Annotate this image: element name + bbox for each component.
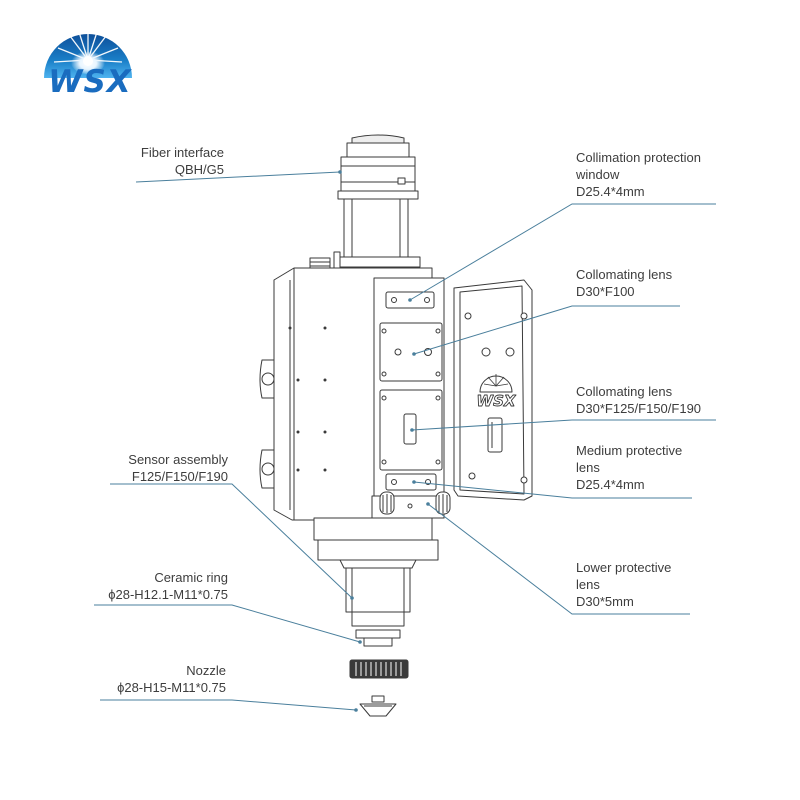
label-sensor-assembly: Sensor assembly F125/F150/F190: [128, 451, 228, 485]
label-medium-protective: Medium protective lens D25.4*4mm: [576, 442, 682, 493]
label-collimation-line2: window: [576, 167, 620, 182]
label-lens2-line1: Collomating lens: [576, 384, 673, 399]
logo-text: WSX: [48, 64, 132, 100]
leader-medium: [413, 481, 692, 499]
front-face: [373, 277, 445, 519]
fiber-connector: [335, 134, 421, 268]
label-ceramic-ring: Ceramic ring ϕ28-H12.1-M11*0.75: [108, 569, 228, 603]
leader-lower: [427, 503, 690, 615]
label-ceramic-line2: ϕ28-H12.1-M11*0.75: [108, 587, 228, 602]
label-lens1-line1: Collomating lens: [576, 267, 673, 282]
leader-lens-2: [411, 419, 716, 431]
lower-drawer: [371, 491, 451, 519]
label-fiber-interface: Fiber interface QBH/G5: [141, 144, 224, 178]
leader-lines: [94, 171, 716, 711]
label-nozzle-line2: ϕ28-H15-M11*0.75: [117, 680, 226, 695]
label-collimation-window: Collimation protection window D25.4*4mm: [576, 149, 701, 200]
label-collimating-lens-1: Collomating lens D30*F100: [576, 266, 672, 300]
leader-collimation-window: [409, 203, 716, 301]
leader-fiber: [135, 171, 341, 183]
label-collimation-line1: Collimation protection: [576, 150, 702, 165]
leader-nozzle: [100, 699, 357, 711]
label-sensor-line2: F125/F150/F190: [131, 469, 228, 484]
label-ceramic-line1: Ceramic ring: [154, 570, 228, 585]
label-collimating-lens-2: Collomating lens D30*F125/F150/F190: [576, 383, 701, 417]
label-collimation-line3: D25.4*4mm: [576, 184, 645, 199]
svg-text:WSX: WSX: [477, 392, 517, 410]
knurled-nut: [349, 659, 409, 679]
label-lens2-line2: D30*F125/F150/F190: [576, 401, 702, 416]
nozzle-part: [359, 695, 397, 717]
label-lower-line3: D30*5mm: [576, 594, 634, 609]
leader-ceramic: [94, 604, 361, 643]
label-nozzle: Nozzle ϕ28-H15-M11*0.75: [117, 662, 226, 696]
ceramic-ring: [355, 629, 401, 647]
label-nozzle-line1: Nozzle: [186, 663, 226, 678]
label-sensor-line1: Sensor assembly: [128, 452, 228, 467]
label-medium-line3: D25.4*4mm: [576, 477, 645, 492]
leader-lens-1: [413, 305, 680, 355]
label-lower-line2: lens: [576, 577, 600, 592]
side-cover: WSX: [453, 279, 533, 501]
label-fiber-line2: QBH/G5: [174, 162, 224, 177]
label-lower-line1: Lower protective: [576, 560, 672, 575]
label-fiber-line1: Fiber interface: [140, 145, 224, 160]
label-lower-protective: Lower protective lens D30*5mm: [576, 559, 671, 610]
label-lens1-line2: D30*F100: [576, 284, 635, 299]
label-medium-line1: Medium protective: [576, 443, 683, 458]
leader-sensor: [110, 483, 353, 599]
lower-body: [313, 517, 439, 627]
label-medium-line2: lens: [576, 460, 600, 475]
